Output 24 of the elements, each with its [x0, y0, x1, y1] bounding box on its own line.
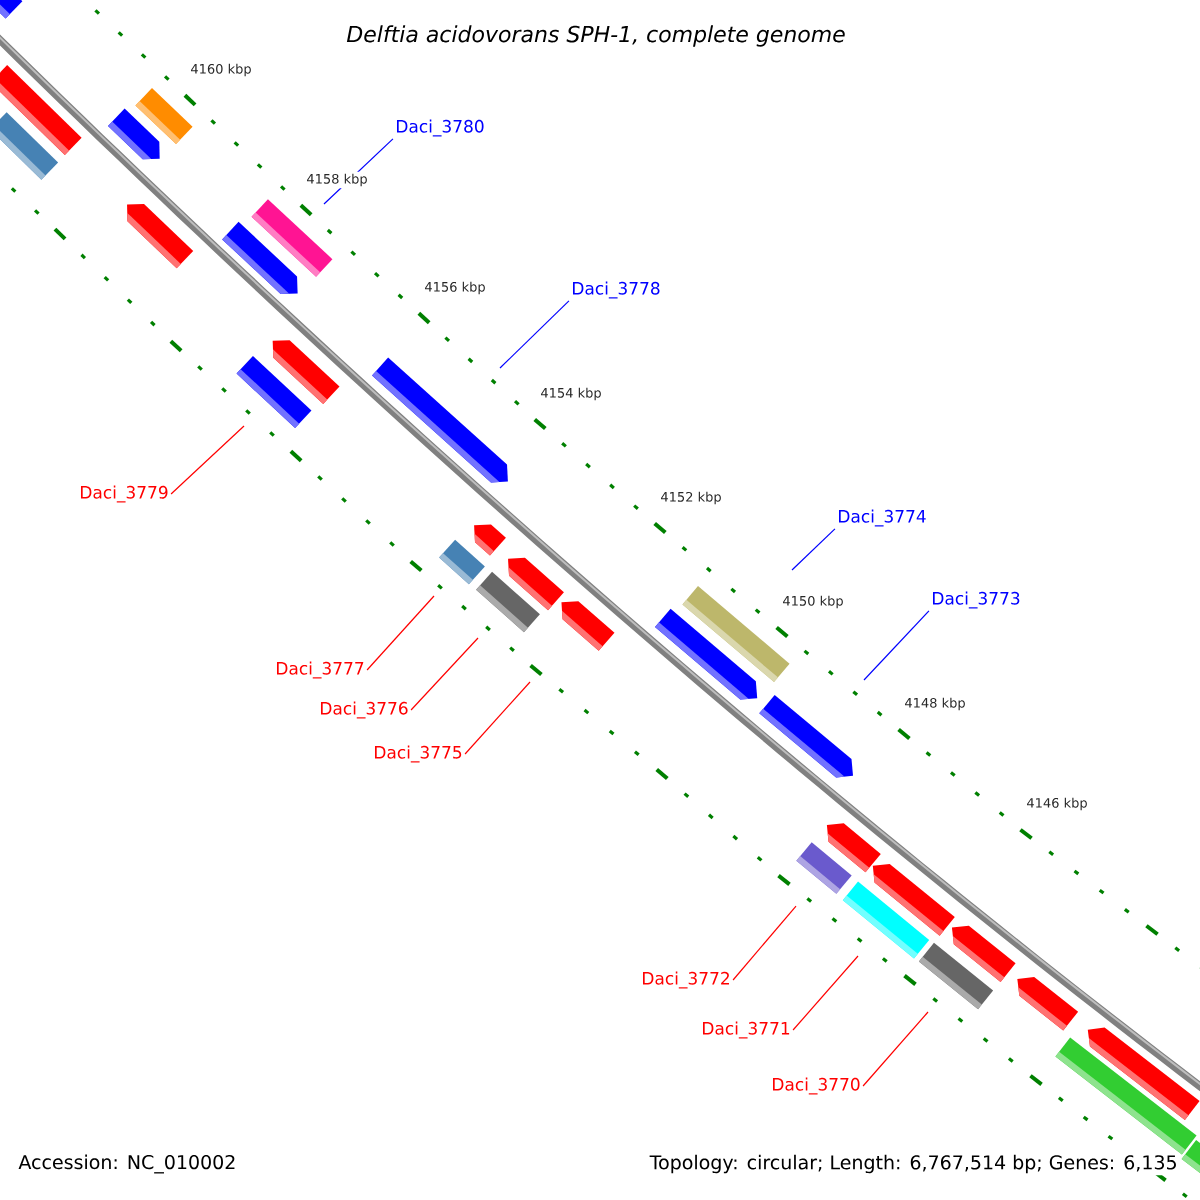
leader-line [499, 300, 570, 369]
leader-line [410, 637, 479, 711]
gene-label: Daci_3778 [573, 281, 660, 299]
leader-line [792, 955, 859, 1031]
leader-line [862, 1011, 929, 1087]
gene-label: Daci_3772 [643, 971, 729, 989]
gene-label: Daci_3777 [277, 661, 364, 679]
leader-line [366, 595, 435, 671]
gene-label: Daci_3780 [397, 119, 484, 137]
leader-line [791, 528, 836, 571]
leader-line [732, 905, 797, 981]
gene-label: Daci_3775 [375, 745, 462, 763]
leader-line [170, 425, 245, 495]
gene-label: Daci_3776 [321, 701, 408, 719]
genome-info-text: Topology: circular; Length: 6,767,514 bp; Genes: 6,135 [647, 1152, 1180, 1176]
gene-label: Daci_3774 [839, 509, 926, 527]
gene-label: Daci_3770 [773, 1077, 860, 1095]
title: Delftia acidovorans SPH-1, complete genome [346, 25, 845, 47]
gene-label: Daci_3779 [81, 485, 168, 503]
leader-line [863, 610, 930, 681]
leader-line [464, 681, 531, 755]
accession-text: Accession: NC_010002 [18, 1154, 235, 1174]
gene-label: Daci_3771 [703, 1021, 790, 1039]
gene-label: Daci_3773 [933, 591, 1020, 609]
